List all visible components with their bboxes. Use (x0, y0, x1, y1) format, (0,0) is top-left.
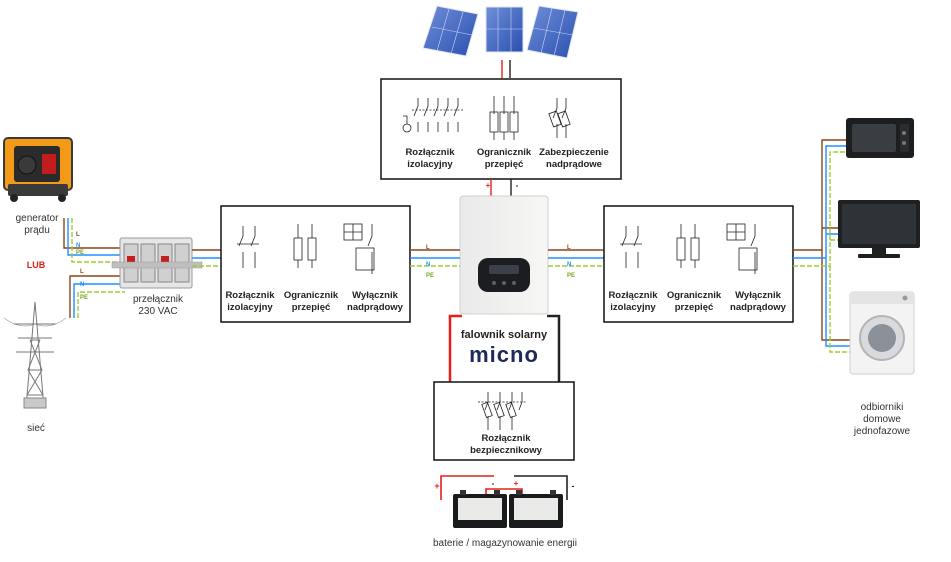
battery-caption: baterie / magazynowanie energii (433, 538, 577, 549)
bat1-minus-label: - (491, 479, 495, 488)
grid-wire-l-label: L (80, 269, 84, 275)
grid-label: sieć (27, 423, 45, 434)
bat-plus-label: + (434, 481, 440, 491)
washing-machine-icon (849, 291, 915, 375)
ac-in-to-inverter-wires (410, 249, 460, 267)
solar-panel-left-icon (422, 5, 479, 57)
pv-overcurrent-label: Zabezpieczenie nadprądowe (539, 147, 609, 170)
gen-wire-l-label: L (76, 232, 80, 238)
or-label: LUB (26, 260, 46, 270)
ac-in-isolator-symbol-icon (237, 226, 259, 268)
solar-panel-middle-icon (485, 6, 524, 53)
pv-isolator-symbol-icon (402, 98, 464, 133)
transfer-switch-icon (111, 237, 203, 289)
ac-out-isolator-symbol-icon (620, 226, 642, 268)
ac-in-breaker-label: Wyłącznik nadprądowy (347, 290, 403, 313)
microwave-icon (846, 118, 914, 158)
ac-in-surge-label: Ogranicznik przepięć (283, 290, 339, 313)
pv-overcurrent-symbol-icon (548, 98, 571, 138)
battery-fuse-label: Rozłącznik bezpiecznikowy (470, 433, 542, 456)
loads-caption: odbiorniki domowe jednofazowe (853, 402, 911, 437)
inverter-to-ac-out-wires (548, 249, 604, 267)
micno-logo: micno (469, 342, 539, 367)
power-tower-icon (3, 301, 67, 409)
bat2-plus-label: + (513, 479, 519, 488)
battery-fuse-box (433, 381, 575, 461)
generator-label: generator prądu (15, 213, 59, 236)
acout-wire-n-label: N (567, 262, 572, 268)
ac-in-surge-symbol-icon (293, 224, 317, 268)
ac-out-surge-label: Ogranicznik przepięć (666, 290, 722, 313)
ac-input-protection-box (220, 205, 411, 323)
generator-wires (63, 218, 125, 263)
pv-plus-label: + (485, 181, 491, 190)
battery-fuse-symbol-icon (478, 392, 526, 430)
gen-wire-n-label: N (76, 243, 81, 249)
acin-wire-l-label: L (426, 245, 430, 251)
ac-in-isolator-label: Rozłącznik izolacyjny (225, 290, 275, 313)
pv-surge-symbol-icon (489, 96, 519, 140)
grid-wires (69, 275, 125, 318)
bat-minus-label: - (571, 481, 575, 491)
acout-wire-pe-label: PE (567, 273, 576, 279)
acin-wire-n-label: N (426, 262, 431, 268)
pv-protection-box (380, 78, 622, 180)
solar-panels (422, 5, 579, 78)
solar-inverter (459, 195, 549, 315)
ac-out-isolator-label: Rozłącznik izolacyjny (608, 290, 658, 313)
ac-in-breaker-symbol-icon (343, 223, 375, 274)
battery-left-icon (453, 490, 507, 528)
pv-surge-label: Ogranicznik przepięć (476, 147, 532, 170)
pv-minus-label: - (515, 181, 519, 190)
battery-right-icon (509, 490, 563, 528)
gen-wire-pe-label: PE (76, 250, 85, 256)
grid-wire-n-label: N (80, 282, 85, 288)
ac-out-surge-symbol-icon (676, 224, 700, 268)
switch-to-ac-box-wires (192, 249, 221, 267)
generator-icon (3, 137, 73, 202)
ac-output-protection-box (603, 205, 794, 323)
ac-out-breaker-symbol-icon (726, 223, 758, 274)
load-bus-wires (793, 139, 850, 353)
transfer-switch-label: przełącznik 230 VAC (132, 294, 184, 317)
tv-monitor-icon (838, 200, 920, 258)
pv-isolator-label: Rozłącznik izolacyjny (405, 147, 455, 170)
inverter-caption: falownik solarny (460, 329, 548, 341)
ac-out-breaker-label: Wyłącznik nadprądowy (730, 290, 786, 313)
grid-wire-pe-label: PE (80, 295, 89, 301)
acin-wire-pe-label: PE (426, 273, 435, 279)
solar-panel-right-icon (526, 5, 579, 59)
acout-wire-l-label: L (567, 245, 571, 251)
